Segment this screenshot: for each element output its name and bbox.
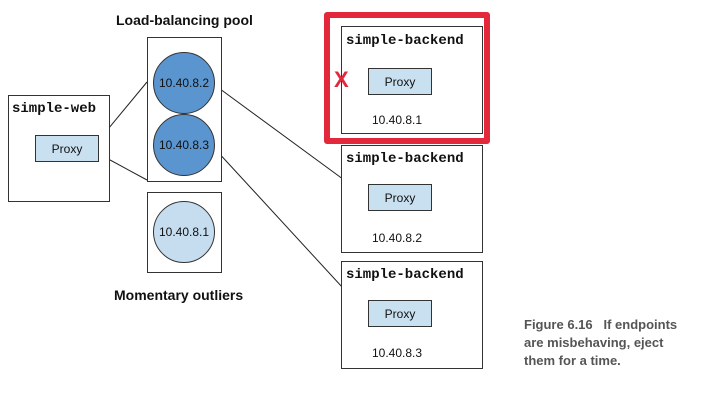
backend-3-ip: 10.40.8.3 (372, 346, 423, 360)
caption-line-3: them for a time. (524, 353, 621, 368)
client-service-name: simple-web (12, 101, 97, 117)
ejected-x-mark: X (334, 67, 349, 92)
backend-3-name: simple-backend (346, 267, 464, 283)
backend-1-ip: 10.40.8.1 (372, 113, 423, 127)
caption-line-1: Figure 6.16 If endpoints (524, 316, 677, 334)
pool-endpoint-1: 10.40.8.2 (153, 52, 215, 114)
backend-3-proxy: Proxy (368, 300, 432, 327)
caption-figure-number: Figure 6.16 (524, 317, 593, 332)
pool-heading: Load-balancing pool (116, 12, 253, 28)
backend-box-3: simple-backend Proxy 10.40.8.3 (341, 261, 483, 369)
caption-line-1-text: If endpoints (603, 317, 678, 332)
backend-box-1: simple-backend Proxy 10.40.8.1 (341, 26, 483, 134)
backend-1-name: simple-backend (346, 33, 464, 49)
outlier-endpoint-1: 10.40.8.1 (153, 201, 215, 263)
backend-2-ip: 10.40.8.2 (372, 231, 423, 245)
backend-2-proxy: Proxy (368, 184, 432, 211)
outliers-heading: Momentary outliers (114, 287, 244, 303)
load-balancing-pool: 10.40.8.2 10.40.8.3 (147, 37, 222, 182)
backend-1-proxy: Proxy (368, 68, 432, 95)
caption-line-2: are misbehaving, eject (524, 335, 664, 350)
outliers-pool: 10.40.8.1 (147, 192, 222, 273)
pool-endpoint-2: 10.40.8.3 (153, 114, 215, 176)
client-proxy: Proxy (35, 135, 99, 162)
backend-2-name: simple-backend (346, 151, 464, 167)
ejected-highlight-frame (324, 12, 490, 144)
client-service-box: simple-web Proxy (8, 95, 110, 202)
backend-box-2: simple-backend Proxy 10.40.8.2 (341, 145, 483, 253)
figure-caption: Figure 6.16 If endpoints are misbehaving… (524, 316, 677, 370)
